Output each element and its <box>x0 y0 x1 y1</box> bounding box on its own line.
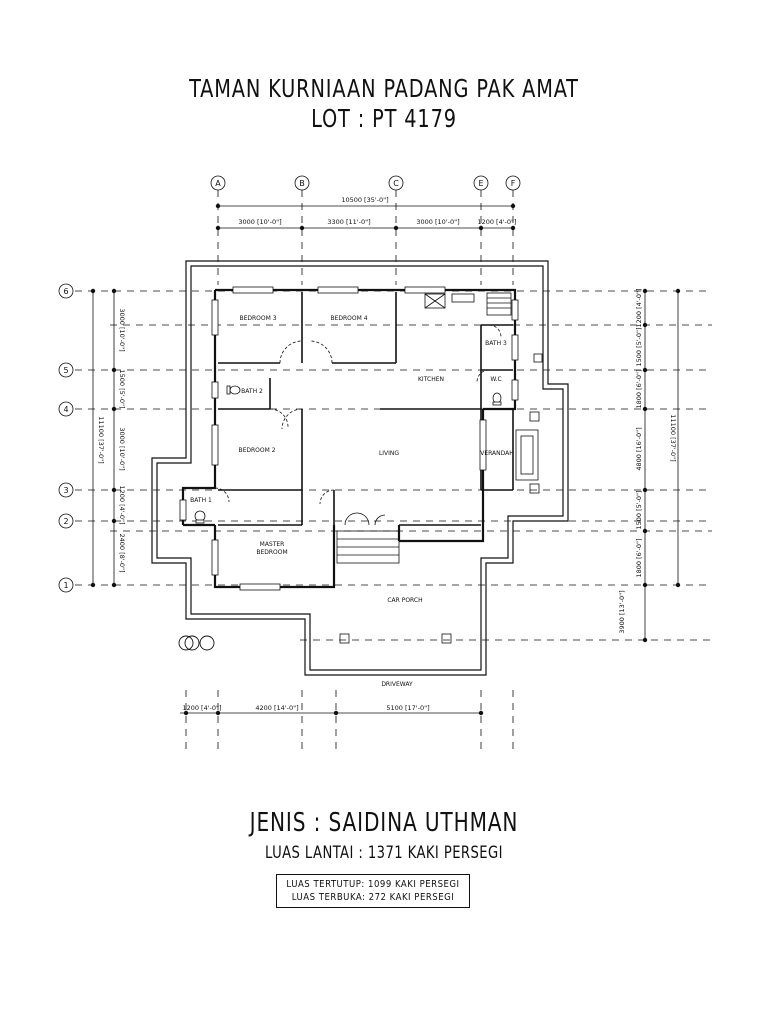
dim-left-5: 2400 [8'-0"] <box>118 533 126 572</box>
dim-left-4: 1200 [4'-0"] <box>118 485 126 524</box>
room-bath-3: BATH 3 <box>485 340 507 347</box>
dim-right-4: 4800 [16'-0"] <box>635 427 643 470</box>
circle-symbols <box>178 635 215 651</box>
grid-col-c: C <box>393 179 399 188</box>
dim-top-4: 1200 [4'-0"] <box>477 218 516 226</box>
kitchen-fittings <box>424 292 512 316</box>
dim-right-6: 1800 [6'-0"] <box>635 538 643 577</box>
dim-right-3: 1800 [6'-0"] <box>635 369 643 408</box>
room-bedroom-2: BEDROOM 2 <box>238 447 275 454</box>
room-driveway: DRIVEWAY <box>381 681 413 688</box>
grid-col-f: F <box>511 179 516 188</box>
room-bath-1: BATH 1 <box>190 497 212 504</box>
dim-left-3: 3000 [10'-0"] <box>118 427 126 470</box>
dim-right-overall: 11100 [37'-0"] <box>669 414 677 461</box>
room-living: LIVING <box>379 450 399 457</box>
open-area: LUAS TERBUKA: 272 KAKI PERSEGI <box>291 892 455 903</box>
walls <box>181 288 517 589</box>
dim-right-5: 1500 [5'-0"] <box>635 490 643 529</box>
dim-right-2: 1500 [5'-0"] <box>635 327 643 366</box>
dim-bottom-3: 5100 [17'-0"] <box>386 704 429 712</box>
project-title: TAMAN KURNIAAN PADANG PAK AMAT <box>189 74 579 103</box>
grid-col-e: E <box>478 179 483 188</box>
dim-bottom-2: 4200 [14'-0"] <box>255 704 298 712</box>
entrance-steps <box>336 530 400 564</box>
area-breakdown-box: LUAS TERTUTUP: 1099 KAKI PERSEGI LUAS TE… <box>276 874 470 908</box>
dim-right-1: 1200 [4'-0"] <box>635 288 643 327</box>
dim-right-7: 3900 [13'-0"] <box>618 590 626 633</box>
dimension-lines <box>90 203 681 716</box>
toilets <box>194 385 502 524</box>
room-bedroom-4: BEDROOM 4 <box>330 315 367 322</box>
dim-top-1: 3000 [10'-0"] <box>238 218 281 226</box>
room-kitchen: KITCHEN <box>418 376 444 383</box>
room-wc: W.C <box>490 376 501 383</box>
dim-top-3: 3000 [10'-0"] <box>416 218 459 226</box>
room-car-porch: CAR PORCH <box>387 597 422 604</box>
room-verandah: VERANDAH <box>480 450 514 457</box>
windows <box>179 286 519 591</box>
room-master-line2: BEDROOM <box>256 549 287 556</box>
door-swings <box>214 324 502 505</box>
room-master-line1: MASTER <box>260 541 285 548</box>
dim-left-overall: 11100 [37'-0"] <box>97 416 105 463</box>
main-door <box>344 512 386 526</box>
grid-col-a: A <box>215 179 221 188</box>
dim-bottom-1: 1200 [4'-0"] <box>182 704 221 712</box>
closed-area: LUAS TERTUTUP: 1099 KAKI PERSEGI <box>286 879 460 890</box>
house-type: JENIS : SAIDINA UTHMAN <box>249 808 519 838</box>
porch-columns <box>339 633 452 644</box>
grid-col-b: B <box>299 179 305 188</box>
grid-row-6: 6 <box>63 287 68 296</box>
roof-outline <box>151 260 569 676</box>
grid-row-3: 3 <box>63 486 68 495</box>
grid-row-1: 1 <box>63 581 68 590</box>
dim-left-1: 3000 [10'-0"] <box>118 308 126 351</box>
dim-top-2: 3300 [11'-0"] <box>327 218 370 226</box>
floor-area: LUAS LANTAI : 1371 KAKI PERSEGI <box>265 843 503 863</box>
room-bedroom-3: BEDROOM 3 <box>239 315 276 322</box>
floor-plan: A B C E F 6 5 4 3 2 1 <box>58 175 712 755</box>
room-bath-2: BATH 2 <box>241 388 263 395</box>
grid-row-4: 4 <box>63 405 68 414</box>
grid-row-2: 2 <box>63 517 68 526</box>
grid-bubbles <box>58 175 521 593</box>
verandah-fittings <box>515 353 543 494</box>
grid-row-5: 5 <box>63 366 68 375</box>
dim-left-2: 1500 [5'-0"] <box>118 369 126 408</box>
lot-number: LOT : PT 4179 <box>311 104 457 133</box>
dim-overall-top: 10500 [35'-0"] <box>341 196 388 204</box>
